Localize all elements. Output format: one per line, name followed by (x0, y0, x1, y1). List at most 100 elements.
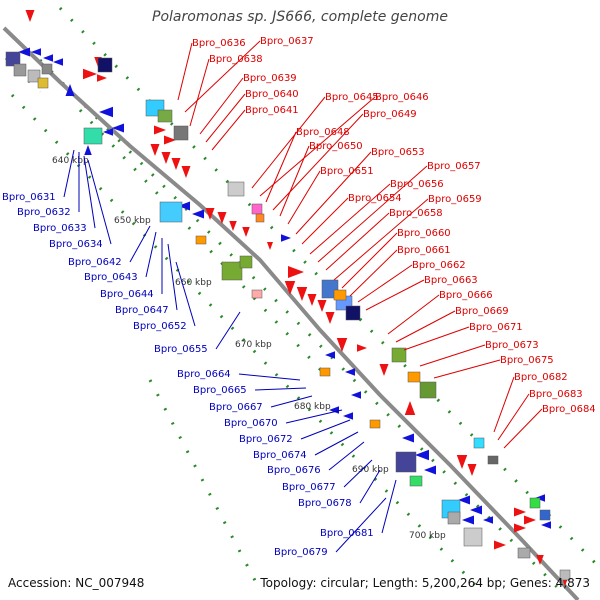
forward-gene-label[interactable]: Bpro_0657 (427, 161, 481, 172)
forward-gene-label[interactable]: Bpro_0659 (428, 194, 482, 205)
forward-gene-arrow (307, 294, 317, 306)
reverse-gene-arrow (178, 201, 190, 211)
reverse-gene-label[interactable]: Bpro_0672 (239, 434, 293, 445)
forward-gene-label[interactable]: Bpro_0636 (192, 38, 246, 49)
forward-gene-label[interactable]: Bpro_0651 (320, 166, 374, 177)
reverse-gene-label[interactable]: Bpro_0678 (298, 498, 352, 509)
forward-leader-line (503, 408, 543, 449)
forward-gene-label[interactable]: Bpro_0683 (529, 389, 583, 400)
reverse-leader-line (145, 231, 157, 278)
forward-gene-label[interactable]: Bpro_0648 (296, 127, 350, 138)
reverse-gene-label[interactable]: Bpro_0667 (209, 402, 263, 413)
reverse-gene-label[interactable]: Bpro_0676 (267, 465, 321, 476)
reverse-gene-label[interactable]: Bpro_0643 (84, 272, 138, 283)
reverse-gene-label[interactable]: Bpro_0665 (193, 385, 247, 396)
reverse-leader-line (381, 479, 397, 534)
reverse-gene-label[interactable]: Bpro_0631 (2, 192, 56, 203)
forward-gene-label[interactable]: Bpro_0649 (363, 109, 417, 120)
forward-gene-label[interactable]: Bpro_0675 (500, 355, 554, 366)
forward-gene-label[interactable]: Bpro_0641 (245, 105, 299, 116)
kbp-tick-label: 640 kbp (52, 156, 89, 166)
forward-gene-label[interactable]: Bpro_0638 (209, 54, 263, 65)
forward-gene-label[interactable]: Bpro_0682 (514, 372, 568, 383)
reverse-gene-label[interactable]: Bpro_0677 (282, 482, 336, 493)
forward-gene-label[interactable]: Bpro_0640 (245, 89, 299, 100)
reverse-leader-line (359, 469, 381, 504)
forward-gene-label[interactable]: Bpro_0645 (325, 92, 379, 103)
reverse-gene-label[interactable]: Bpro_0633 (33, 223, 87, 234)
gene-box (559, 569, 571, 581)
forward-gene-label[interactable]: Bpro_0660 (397, 228, 451, 239)
forward-leader-line (395, 310, 456, 343)
reverse-gene-label[interactable]: Bpro_0674 (253, 450, 307, 461)
reverse-gene-arrow (18, 47, 30, 57)
forward-gene-label[interactable]: Bpro_0662 (412, 260, 466, 271)
forward-gene-label[interactable]: Bpro_0653 (371, 147, 425, 158)
forward-gene-label[interactable]: Bpro_0661 (397, 245, 451, 256)
forward-gene-arrow (25, 10, 35, 22)
gene-box (255, 213, 265, 223)
forward-gene-arrow (494, 540, 506, 550)
forward-gene-label[interactable]: Bpro_0654 (348, 193, 402, 204)
forward-gene-label[interactable]: Bpro_0658 (389, 208, 443, 219)
reverse-gene-label[interactable]: Bpro_0681 (320, 528, 374, 539)
gene-box (345, 305, 361, 321)
forward-gene-label[interactable]: Bpro_0684 (542, 404, 596, 415)
gene-box (473, 437, 485, 449)
gene-box (391, 347, 407, 363)
reverse-gene-label[interactable]: Bpro_0670 (224, 418, 278, 429)
forward-gene-label[interactable]: Bpro_0669 (455, 306, 509, 317)
reverse-gene-label[interactable]: Bpro_0632 (17, 207, 71, 218)
reverse-leader-line (238, 373, 301, 381)
gene-box (319, 367, 331, 377)
forward-leader-line (317, 165, 428, 263)
forward-leader-line (295, 151, 372, 235)
forward-gene-arrow (288, 266, 304, 278)
forward-leader-line (177, 42, 193, 101)
forward-leader-line (419, 344, 486, 367)
forward-gene-arrow (161, 152, 171, 164)
gene-box (333, 289, 347, 301)
gene-box (529, 497, 541, 509)
gene-box (447, 511, 461, 525)
forward-gene-label[interactable]: Bpro_0671 (469, 322, 523, 333)
forward-gene-label[interactable]: Bpro_0663 (424, 275, 478, 286)
forward-gene-arrow (467, 464, 477, 476)
gene-layer (5, 10, 571, 586)
forward-leader-line (205, 93, 246, 143)
forward-gene-label[interactable]: Bpro_0646 (375, 92, 429, 103)
reverse-gene-label[interactable]: Bpro_0647 (115, 305, 169, 316)
reverse-gene-label[interactable]: Bpro_0652 (133, 321, 187, 332)
forward-gene-label[interactable]: Bpro_0650 (309, 141, 363, 152)
reverse-gene-label[interactable]: Bpro_0644 (100, 289, 154, 300)
forward-leader-line (349, 249, 398, 297)
reverse-gene-label[interactable]: Bpro_0642 (68, 257, 122, 268)
forward-gene-arrow (536, 555, 544, 565)
forward-leader-line (493, 376, 515, 433)
forward-gene-arrow (164, 135, 176, 145)
leader-line-layer (63, 40, 543, 553)
reverse-gene-label[interactable]: Bpro_0655 (154, 344, 208, 355)
forward-gene-label[interactable]: Bpro_0637 (260, 36, 314, 47)
reverse-gene-label[interactable]: Bpro_0634 (49, 239, 103, 250)
gene-box (83, 127, 103, 145)
forward-gene-arrow (217, 212, 227, 224)
forward-gene-arrow (524, 515, 536, 525)
reverse-gene-label[interactable]: Bpro_0664 (177, 369, 231, 380)
reverse-gene-arrow (462, 515, 474, 525)
gene-box (195, 235, 207, 245)
forward-gene-label[interactable]: Bpro_0673 (485, 340, 539, 351)
forward-gene-label[interactable]: Bpro_0666 (439, 290, 493, 301)
gene-box (251, 289, 263, 299)
gene-box (37, 77, 49, 89)
forward-gene-arrow (171, 158, 181, 170)
reverse-leader-line (328, 441, 365, 471)
reverse-gene-label[interactable]: Bpro_0679 (274, 547, 328, 558)
forward-gene-label[interactable]: Bpro_0639 (243, 73, 297, 84)
gene-box (487, 455, 499, 465)
map-title: Polaromonas sp. JS666, complete genome (152, 9, 448, 25)
forward-gene-label[interactable]: Bpro_0656 (390, 179, 444, 190)
forward-gene-arrow (379, 364, 389, 376)
forward-gene-arrow (229, 221, 237, 231)
tick-dot-line-4 (78, 108, 332, 382)
